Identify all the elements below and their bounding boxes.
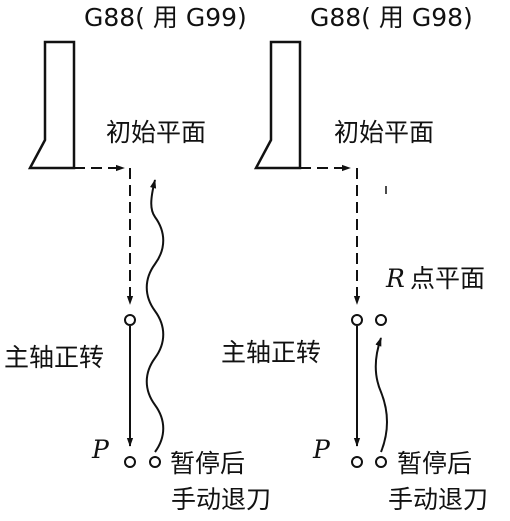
left-heading: G88( 用 G99)	[84, 3, 247, 32]
left-spindle-cw-label: 主轴正转	[4, 343, 105, 372]
left-p-label: P	[92, 435, 109, 464]
right-r-letter: R	[386, 264, 405, 293]
left-manual-retract-label: 手动退刀	[171, 485, 272, 514]
right-manual-retract-label: 手动退刀	[388, 485, 489, 514]
right-r-plane-label: 点平面	[410, 264, 486, 293]
left-after-dwell-label: 暂停后	[170, 449, 246, 478]
right-p-label: P	[313, 435, 330, 464]
left-manual-retract-wavy	[145, 179, 165, 453]
right-r-return-point	[375, 314, 387, 326]
left-p-point	[124, 456, 136, 468]
right-manual-retract-wavy	[374, 337, 388, 453]
left-initial-plane-label: 初始平面	[106, 118, 207, 147]
left-cycle	[27, 40, 165, 468]
left-r-point	[124, 314, 136, 326]
left-retract-point	[149, 456, 161, 468]
right-heading: G88( 用 G98)	[310, 3, 473, 32]
right-p-point	[351, 456, 363, 468]
right-initial-plane-label: 初始平面	[334, 118, 435, 147]
right-spindle-cw-label: 主轴正转	[221, 338, 322, 367]
right-r-point	[351, 314, 363, 326]
right-retract-point	[375, 456, 387, 468]
right-after-dwell-label: 暂停后	[397, 449, 473, 478]
right-cycle	[253, 40, 388, 468]
right-tool-outline	[253, 40, 302, 170]
left-tool-outline	[27, 40, 76, 170]
